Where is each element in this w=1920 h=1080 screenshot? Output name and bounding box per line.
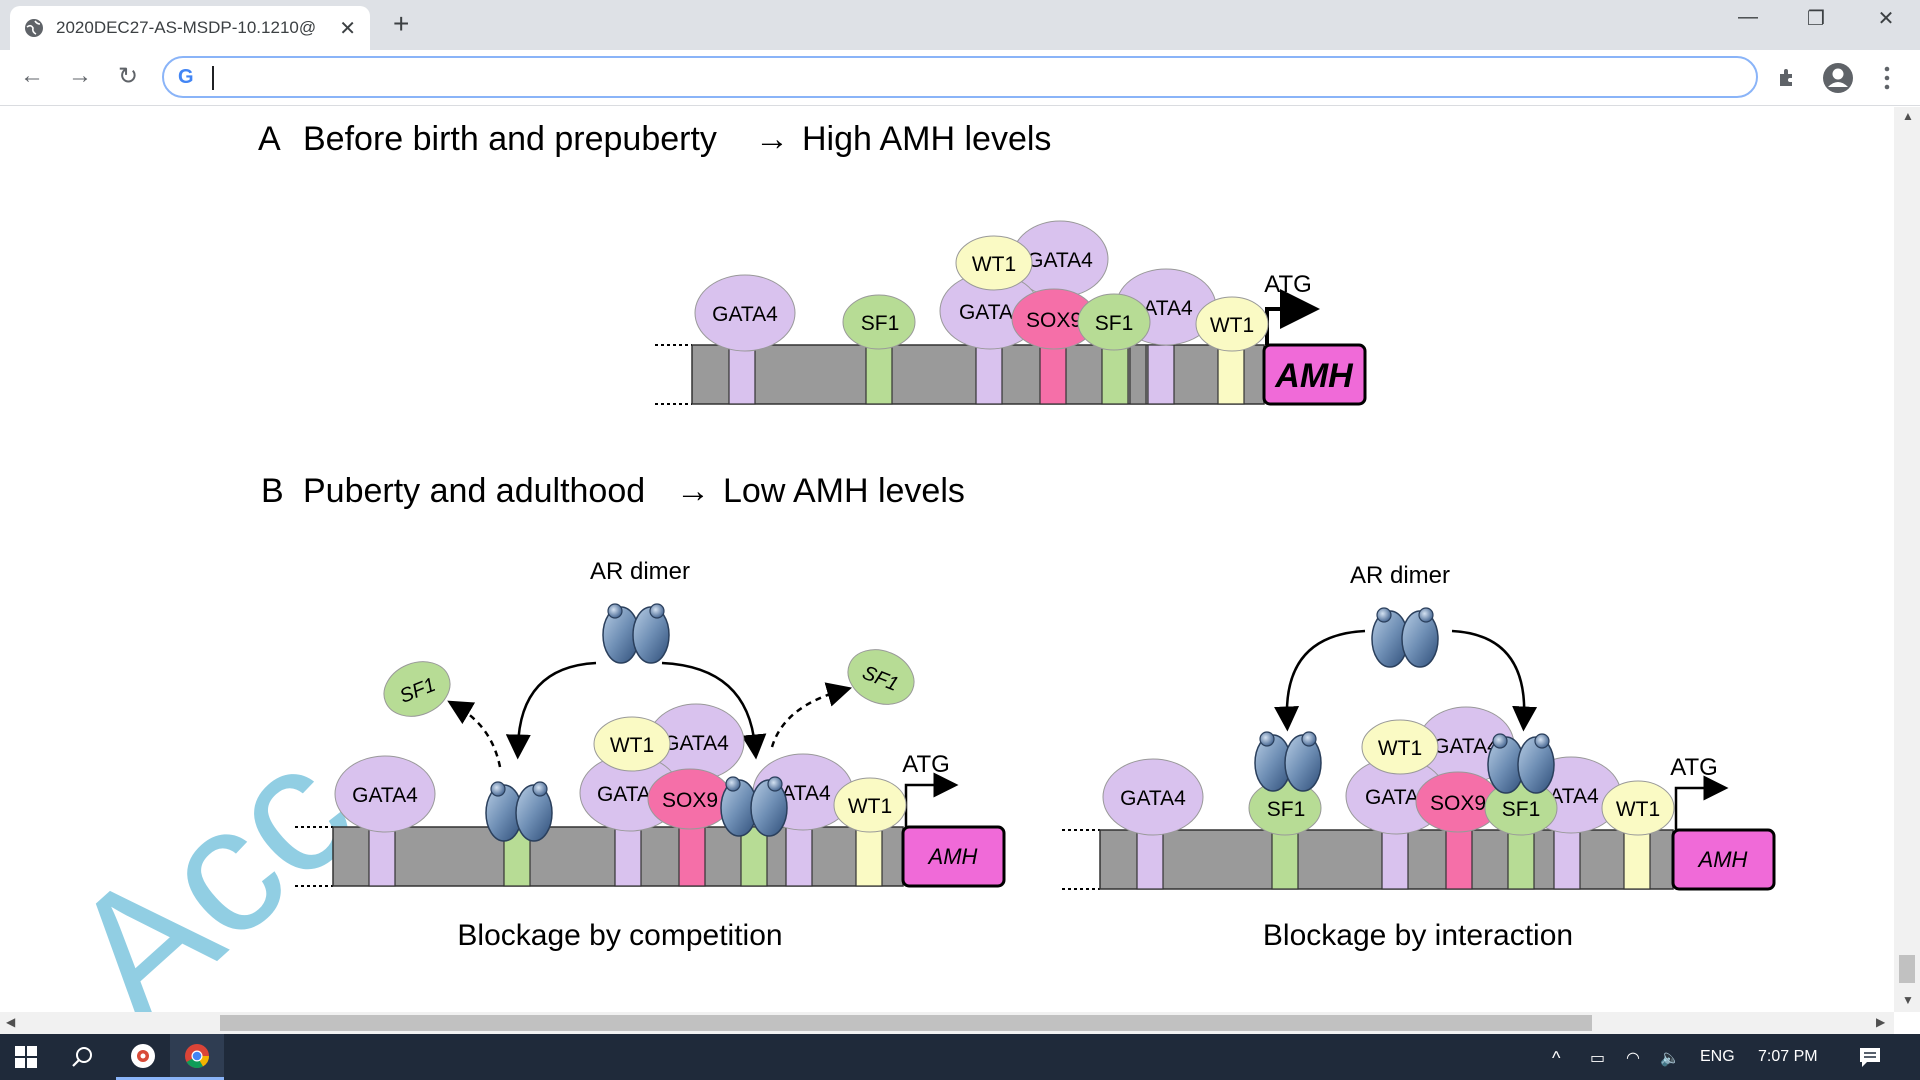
google-icon: G	[178, 66, 194, 88]
svg-text:AMH: AMH	[927, 844, 978, 869]
windows-logo-icon	[15, 1046, 37, 1068]
meet-now-icon[interactable]: ▭	[1590, 1050, 1606, 1067]
svg-text:GATA4: GATA4	[663, 732, 729, 755]
vertical-scroll-thumb[interactable]	[1899, 955, 1915, 983]
svg-text:SOX9: SOX9	[662, 789, 718, 812]
svg-text:WT1: WT1	[610, 734, 654, 757]
svg-text:WT1: WT1	[972, 253, 1016, 276]
browser-tab[interactable]: 2020DEC27-AS-MSDP-10.1210@ ✕	[10, 6, 370, 50]
scroll-down-icon[interactable]: ▼	[1902, 993, 1914, 1007]
close-tab-icon[interactable]: ✕	[339, 18, 356, 40]
panel-b-left: AR dimer SF1 SF1 AMH ATG	[295, 558, 1006, 952]
caption-competition: Blockage by competition	[457, 919, 782, 952]
forward-arrow-icon[interactable]: →	[68, 62, 92, 89]
panel-b-heading-right: Low AMH levels	[723, 472, 965, 510]
chrome-icon	[185, 1043, 209, 1068]
search-icon	[72, 1047, 92, 1067]
panel-a-heading-right: High AMH levels	[802, 120, 1051, 158]
svg-text:ATA4: ATA4	[1143, 297, 1193, 320]
scroll-left-icon[interactable]: ◀	[6, 1015, 16, 1029]
svg-text:SOX9: SOX9	[1430, 792, 1486, 815]
new-tab-button[interactable]: +	[393, 8, 410, 39]
panel-a-heading-left: Before birth and prepuberty	[303, 120, 717, 158]
taskbar-app-chrome[interactable]	[170, 1034, 224, 1080]
minimize-button[interactable]: —	[1738, 6, 1758, 28]
tab-strip: 2020DEC27-AS-MSDP-10.1210@ ✕ + — ❐ ✕	[0, 0, 1920, 50]
profile-avatar-icon[interactable]	[1822, 62, 1854, 94]
media-app-icon	[131, 1043, 155, 1068]
amh-gene-label: AMH	[1274, 357, 1354, 395]
svg-text:GATA4: GATA4	[352, 784, 418, 807]
globe-icon	[25, 19, 43, 37]
svg-text:AMH: AMH	[1697, 847, 1748, 872]
caption-interaction: Blockage by interaction	[1263, 919, 1573, 952]
vertical-scrollbar[interactable]: ▲ ▼	[1894, 107, 1920, 1012]
start-button[interactable]	[0, 1034, 52, 1080]
svg-text:ATG: ATG	[1670, 754, 1718, 781]
svg-text:ATA4: ATA4	[781, 782, 831, 805]
panel-a: A Before birth and prepuberty → High AMH…	[258, 120, 1367, 406]
text-caret	[212, 66, 214, 90]
amh-gene-box	[1262, 343, 1367, 406]
volume-icon[interactable]: 🔈	[1660, 1050, 1680, 1067]
menu-kebab-icon[interactable]	[1880, 64, 1894, 92]
panel-b-heading-left: Puberty and adulthood	[303, 472, 645, 510]
svg-text:SF1: SF1	[1502, 798, 1541, 821]
scroll-up-icon[interactable]: ▲	[1902, 109, 1914, 123]
address-bar[interactable]: G	[162, 56, 1758, 98]
reload-icon[interactable]: ↻	[117, 63, 139, 90]
svg-text:ATA4: ATA4	[1549, 785, 1599, 808]
panel-b: B Puberty and adulthood → Low AMH levels	[261, 472, 965, 510]
ar-dimer-label: AR dimer	[590, 558, 690, 585]
svg-text:GATA: GATA	[597, 783, 651, 806]
close-window-button[interactable]: ✕	[1877, 8, 1895, 30]
horizontal-scroll-thumb[interactable]	[220, 1015, 1592, 1031]
horizontal-scrollbar[interactable]: ◀ ▶	[0, 1012, 1894, 1034]
search-button[interactable]	[56, 1034, 108, 1080]
notifications-icon[interactable]	[1858, 1046, 1882, 1068]
svg-text:WT1: WT1	[1378, 737, 1422, 760]
svg-text:GATA4: GATA4	[1120, 787, 1186, 810]
svg-text:ATG: ATG	[902, 751, 950, 778]
back-arrow-icon[interactable]: ←	[20, 62, 44, 89]
svg-text:GATA: GATA	[1365, 786, 1419, 809]
svg-text:WT1: WT1	[848, 795, 892, 818]
svg-text:SOX9: SOX9	[1026, 309, 1082, 332]
extensions-icon[interactable]	[1776, 66, 1800, 90]
svg-text:SF1: SF1	[1095, 312, 1134, 335]
page-content: Acc A Before birth and prepuberty → High…	[0, 107, 1894, 1012]
svg-text:WT1: WT1	[1210, 314, 1254, 337]
svg-text:GATA4: GATA4	[1433, 735, 1499, 758]
panel-b-letter: B	[261, 472, 284, 510]
svg-text:SF1: SF1	[861, 312, 900, 335]
windows-taskbar: ^ ▭ ◠ 🔈 ENG 7:07 PM	[0, 1034, 1920, 1080]
svg-text:GATA4: GATA4	[1027, 249, 1093, 272]
svg-text:SF1: SF1	[1267, 798, 1306, 821]
amh-regulation-figure: Acc A Before birth and prepuberty → High…	[32, 120, 1776, 1012]
tray-chevron-up-icon[interactable]: ^	[1552, 1048, 1561, 1068]
panel-b-right: AR dimer AMH ATG GATA4 ATA4 GATA	[1062, 562, 1776, 952]
clock-time[interactable]: 7:07 PM	[1758, 1048, 1818, 1065]
svg-text:GATA4: GATA4	[712, 303, 778, 326]
panel-a-arrow-icon: →	[755, 120, 789, 158]
panel-b-arrow-icon: →	[676, 472, 710, 510]
network-icon[interactable]: ◠	[1626, 1050, 1640, 1067]
language-indicator[interactable]: ENG	[1700, 1048, 1735, 1065]
restore-button[interactable]: ❐	[1807, 8, 1825, 30]
scroll-right-icon[interactable]: ▶	[1876, 1015, 1886, 1029]
panel-a-letter: A	[258, 120, 281, 158]
atg-label: ATG	[1264, 271, 1312, 298]
taskbar-app-media[interactable]	[116, 1034, 170, 1080]
tab-title: 2020DEC27-AS-MSDP-10.1210@	[56, 18, 316, 37]
svg-text:GATA: GATA	[959, 301, 1013, 324]
svg-text:WT1: WT1	[1616, 798, 1660, 821]
browser-toolbar: ← → ↻ G	[0, 50, 1920, 106]
svg-text:AR dimer: AR dimer	[1350, 562, 1450, 589]
